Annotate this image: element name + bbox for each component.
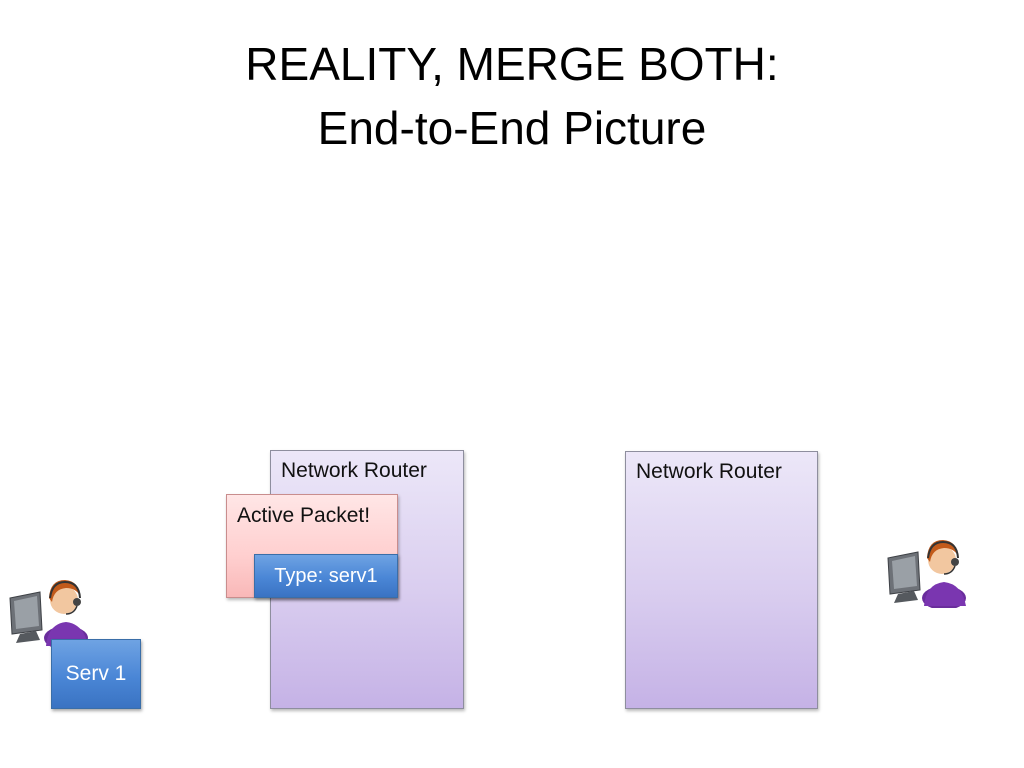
router-label: Network Router	[636, 460, 782, 483]
slide-title: REALITY, MERGE BOTH: End-to-End Picture	[0, 32, 1024, 160]
title-line-2: End-to-End Picture	[317, 102, 707, 154]
user-at-computer-icon	[887, 540, 966, 608]
active-packet-label: Active Packet!	[237, 504, 371, 527]
user-at-computer-icon	[9, 580, 88, 648]
router-label: Network Router	[281, 459, 427, 482]
title-line-1: REALITY, MERGE BOTH:	[245, 38, 779, 90]
packet-type-tag: Type: serv1	[254, 554, 398, 598]
serv-1-box: Serv 1	[51, 639, 141, 709]
network-router-2: Network Router	[625, 451, 818, 709]
